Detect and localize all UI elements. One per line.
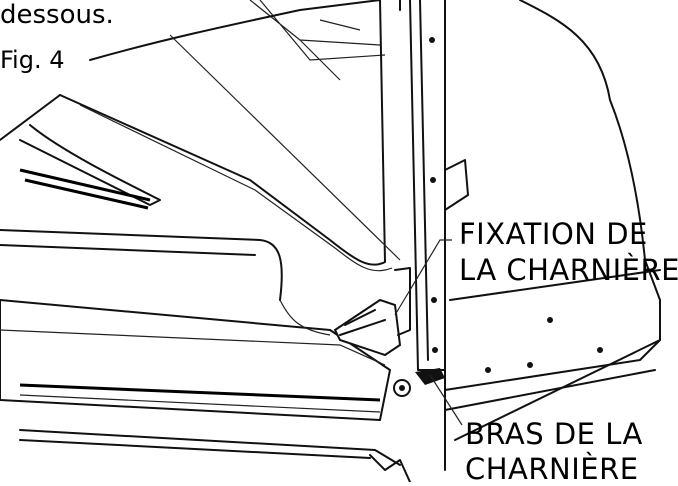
leader-line-arm (429, 374, 463, 426)
tray-hole-3 (547, 317, 553, 323)
leader-line-fixation (394, 239, 452, 316)
figure-label: Fig. 4 (0, 46, 65, 74)
side-bracket (444, 159, 469, 211)
door-bottom-rail (0, 299, 391, 421)
frame-screw-1 (429, 37, 435, 43)
callout-hinge-arm-line1: BRAS DE LA (465, 417, 643, 451)
header-text: dessous. (0, 0, 114, 30)
door-rail-curve (279, 299, 331, 336)
door-rail-line-3 (19, 394, 381, 413)
door-rail-line-4 (19, 429, 401, 466)
frame-screw-4 (432, 347, 438, 353)
door-glass-outline (59, 0, 386, 266)
door-side-panel (0, 94, 283, 301)
hinge-detail (339, 267, 411, 336)
hinge-pivot-core (399, 385, 405, 391)
lower-tray (444, 269, 661, 411)
tray-hole-1 (485, 367, 491, 373)
door-bottom-edge (369, 454, 411, 482)
door-frame-post (409, 0, 446, 371)
callout-hinge-arm-line2: CHARNIÈRE (465, 452, 639, 486)
door-rail-line-2 (19, 383, 381, 402)
door-glass-inner (79, 104, 393, 272)
tray-hole-4 (597, 347, 603, 353)
tray-hole-2 (527, 362, 533, 368)
door-side-stripes (19, 168, 151, 210)
callout-hinge-fixation-line2: LA CHARNIÈRE (459, 253, 678, 287)
hinge-arm-piece (415, 368, 445, 385)
hinge-body (333, 298, 402, 357)
callout-hinge-fixation-line1: FIXATION DE (459, 217, 648, 251)
oven-rack (249, 0, 386, 81)
door-glass-diag (169, 34, 401, 261)
frame-screw-2 (430, 177, 436, 183)
door-rail-line-1 (0, 329, 386, 366)
frame-screw-3 (431, 297, 437, 303)
